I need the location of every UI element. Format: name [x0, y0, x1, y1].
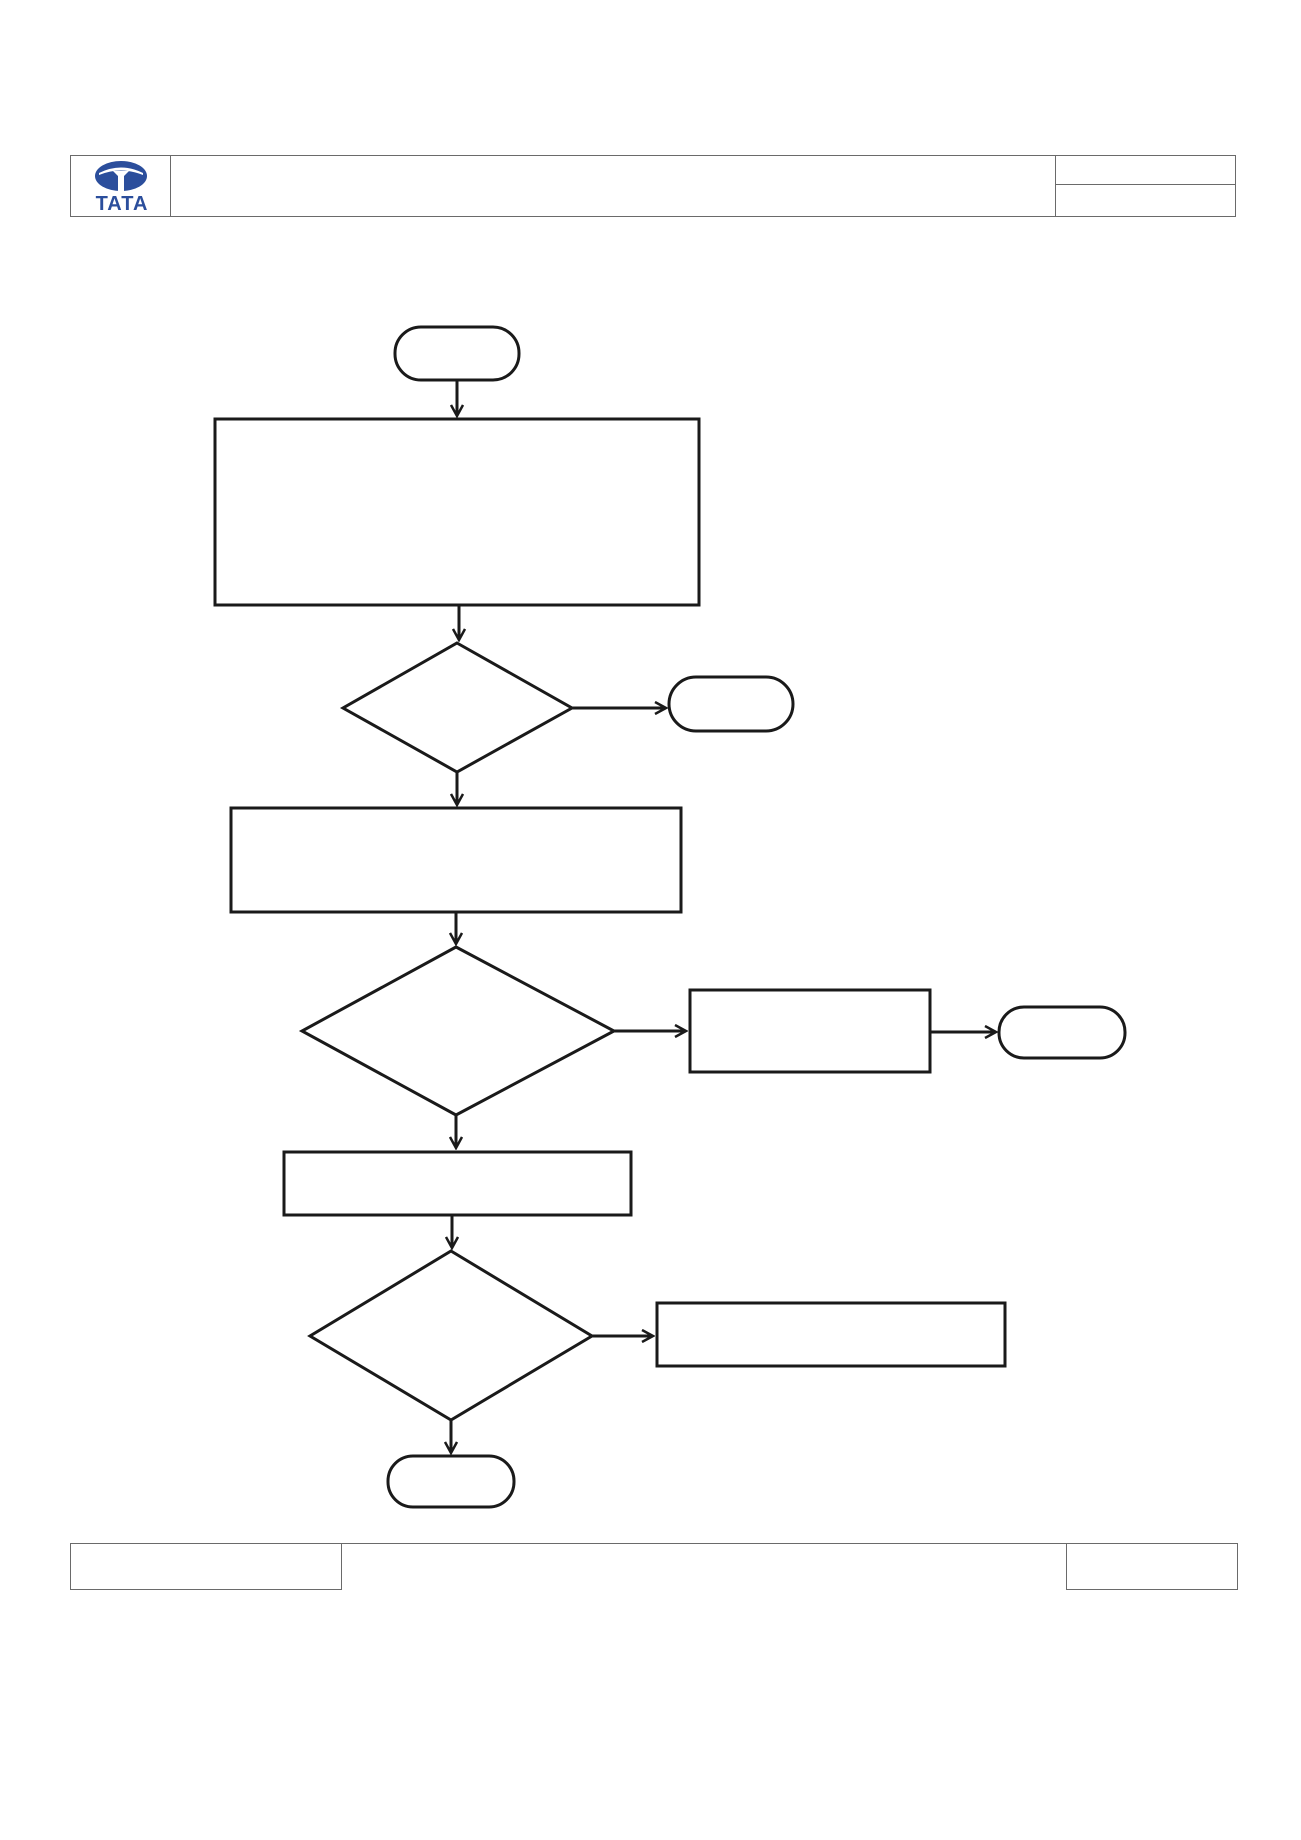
header-title-cell — [171, 156, 1056, 216]
footer-page-cell — [1066, 1543, 1238, 1590]
end-terminator-3 — [386, 1454, 516, 1509]
footer-divider — [342, 1543, 1066, 1544]
process-step-1 — [213, 417, 701, 607]
decision-2 — [298, 945, 618, 1117]
side-process-2 — [655, 1301, 1007, 1368]
end-terminator-1 — [667, 675, 795, 733]
process-step-2 — [229, 806, 683, 914]
end-terminator-2 — [997, 1005, 1127, 1060]
header-table: TATA — [70, 155, 1236, 217]
decision-3 — [307, 1249, 595, 1422]
side-process-1 — [688, 988, 932, 1074]
header-logo-cell: TATA — [71, 156, 171, 216]
footer-left-cell — [70, 1543, 342, 1590]
tata-logo-icon — [95, 161, 147, 191]
start-terminator — [393, 325, 521, 382]
decision-1 — [339, 641, 576, 774]
header-doc-number-cell — [1056, 156, 1235, 185]
process-step-3 — [282, 1150, 633, 1217]
logo-wordmark: TATA — [95, 193, 149, 215]
